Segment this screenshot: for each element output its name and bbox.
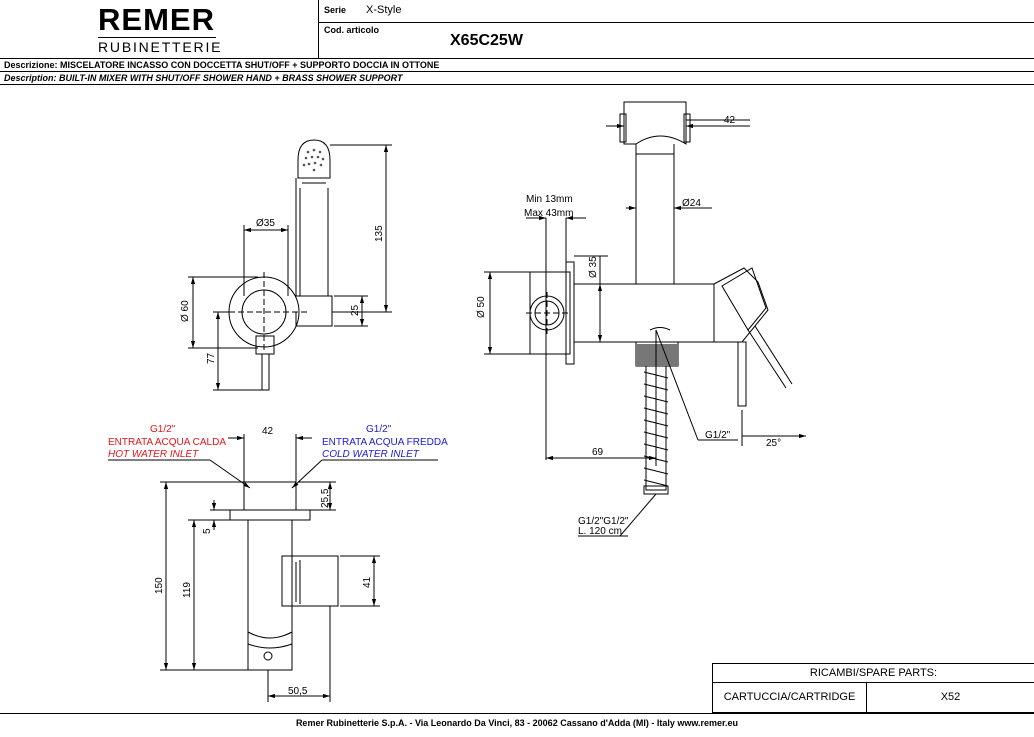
desc-bottom-line [0,84,1034,85]
desc-top-line [0,58,1034,59]
product-code: X65C25W [450,32,523,49]
brand-logo: REMER [98,2,215,37]
side-shower-cone [721,267,767,331]
desc-it-value: MISCELATORE INCASSO CON DOCCETTA SHUT/OF… [60,60,440,70]
hot-inlet-label: G1/2" ENTRATA ACQUA CALDA HOT WATER INLE… [108,424,226,460]
dim-42-right: 42 [724,115,736,126]
spare-part-code: X52 [867,683,1034,713]
front-view [220,139,333,391]
side-view [526,101,793,491]
dim-69: 69 [592,447,604,458]
title-block: REMER RUBINETTERIE Serie X-Style Cod. ar… [0,0,1034,86]
section-top-block [243,481,297,511]
front-shower-holder [295,178,333,327]
dimension-labels: Ø35 Ø 60 135 25 77 42 Min 13mm Max 43mm … [154,115,781,697]
section-body [247,519,293,671]
hot-label-it: ENTRATA ACQUA CALDA [108,437,226,448]
cold-label-it: ENTRATA ACQUA FREDDA [322,437,448,448]
section-cartridge-cap [247,631,293,649]
dim-119: 119 [182,582,193,598]
header-row-line [318,22,1034,23]
side-hose [645,366,667,491]
dim-77: 77 [206,352,217,364]
side-mixer-body [573,283,715,343]
section-screw [263,651,273,661]
dim-25: 25 [350,304,361,316]
hose-nut-knurl [636,344,678,366]
logo-box: REMER RUBINETTERIE [0,0,319,58]
side-support-column [635,153,675,285]
description-it: Descrizione: MISCELATORE INCASSO CON DOC… [4,60,439,70]
spare-parts-table: RICAMBI/SPARE PARTS: CARTUCCIA/CARTRIDGE… [712,663,1034,713]
dim-d50: Ø 50 [476,296,487,318]
hose-length: L. 120 cm [578,526,622,537]
desc-mid-line [0,71,1034,72]
spare-part-name: CARTUCCIA/CARTRIDGE [712,683,867,713]
dim-max43: Max 43mm [524,208,573,219]
cold-thread: G1/2" [366,424,392,435]
section-connector [281,555,339,607]
side-shower-holder [713,267,769,343]
hose-thread: G1/2"G1/2" [578,516,629,527]
dim-25-5: 25,5 [320,488,331,508]
hot-label-en: HOT WATER INLET [108,449,199,460]
side-lever [737,341,747,407]
spare-parts-title: RICAMBI/SPARE PARTS: [712,663,1034,683]
desc-en-value: BUILT-IN MIXER WITH SHUT/OFF SHOWER HAND… [59,73,403,83]
cold-inlet-label: G1/2" ENTRATA ACQUA FREDDA COLD WATER IN… [322,424,448,460]
section-flange [229,509,311,521]
dim-g12-right: G1/2" [705,430,731,441]
dim-d60: Ø 60 [180,300,191,322]
dim-41: 41 [362,576,373,588]
shower-head-holes [302,148,325,172]
dim-d24: Ø24 [682,198,701,209]
dim-5: 5 [202,528,213,534]
desc-en-label: Description: [4,73,57,83]
description-en: Description: BUILT-IN MIXER WITH SHUT/OF… [4,73,402,83]
section-view [229,481,339,671]
cold-label-en: COLD WATER INLET [322,449,420,460]
desc-it-label: Descrizione: [4,60,58,70]
dim-d35-front: Ø35 [256,218,275,229]
front-shower-head [297,139,331,179]
dim-135: 135 [374,225,385,242]
footer-address: Remer Rubinetterie S.p.A. - Via Leonardo… [295,718,739,728]
logo-divider [98,37,216,38]
dim-42-bottom: 42 [262,426,274,437]
front-lever-base [255,335,275,355]
side-support-bracket [623,101,687,145]
dim-min13: Min 13mm [526,194,573,205]
hot-thread: G1/2" [150,424,176,435]
serie-label: Serie [324,5,347,15]
dim-150: 150 [154,577,165,594]
brand-subtitle: RUBINETTERIE [98,39,223,55]
footer: Remer Rubinetterie S.p.A. - Via Leonardo… [0,713,1034,737]
dim-angle-25: 25° [766,438,781,449]
cod-label: Cod. articolo [324,25,380,35]
front-lever [261,353,270,391]
dim-d35-side: Ø 35 [588,256,599,278]
dim-50-5: 50,5 [288,686,308,697]
serie-value: X-Style [366,4,402,16]
